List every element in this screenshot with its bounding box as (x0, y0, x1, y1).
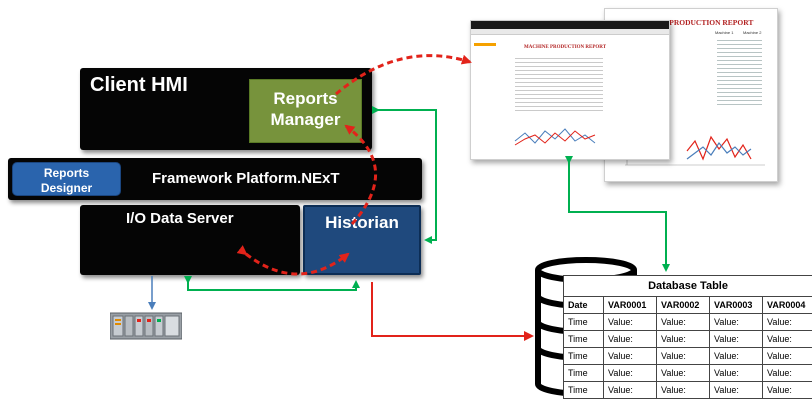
io-to-historian-arrow (188, 282, 356, 290)
manager-to-report-dashed-arrow (336, 56, 470, 94)
historian-to-hmi-arrow (378, 110, 436, 240)
historian-to-manager-dashed-arrow (346, 126, 376, 224)
io-historian-dashed-loop-arrow (246, 254, 348, 274)
report-to-database-arrow (569, 162, 666, 270)
historian-to-database-arrow (372, 282, 532, 336)
